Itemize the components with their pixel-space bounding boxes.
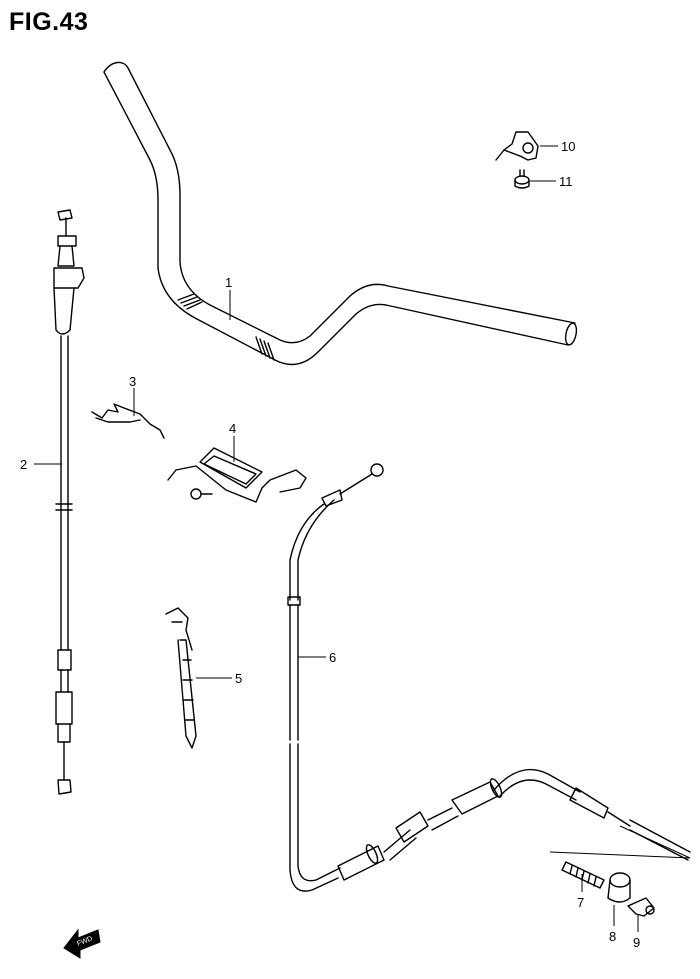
cable-bracket (167, 447, 307, 503)
part-number-4: 4 (229, 421, 236, 436)
cable-tie (165, 607, 197, 749)
part-number-6: 6 (329, 650, 336, 665)
part-number-9: 9 (633, 935, 640, 950)
part-number-1: 1 (225, 275, 232, 290)
part-number-2: 2 (20, 457, 27, 472)
screw (514, 169, 530, 189)
figure-title: FIG.43 (9, 8, 89, 36)
spring (561, 861, 605, 889)
wire-clip (91, 403, 165, 439)
part-number-8: 8 (609, 929, 616, 944)
throttle-cable (53, 209, 85, 795)
part-number-3: 3 (129, 374, 136, 389)
part-number-10: 10 (561, 139, 575, 154)
forward-arrow-icon: FWD (63, 928, 101, 959)
handlebar (103, 61, 578, 366)
cable-adjuster (607, 872, 631, 903)
part-number-5: 5 (235, 671, 242, 686)
mount-bracket (495, 131, 539, 161)
guide-lines (549, 825, 691, 859)
cable-clip (627, 897, 655, 917)
part-number-7: 7 (577, 895, 584, 910)
brake-cable (287, 463, 691, 892)
part-number-11: 11 (559, 174, 573, 189)
